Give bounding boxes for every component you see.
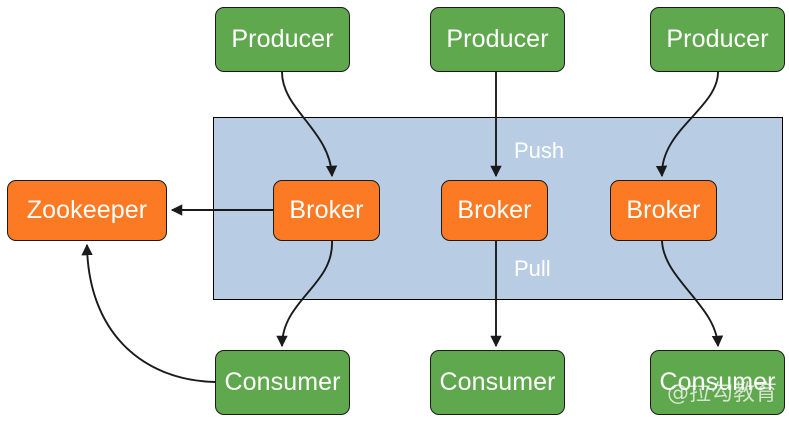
node-producer-1[interactable]: Producer [215, 7, 350, 72]
node-consumer-3[interactable]: Consumer [650, 350, 785, 415]
node-consumer-3-label: Consumer [659, 368, 776, 396]
node-zookeeper[interactable]: Zookeeper [7, 180, 167, 241]
node-broker-3[interactable]: Broker [610, 180, 717, 241]
node-producer-3[interactable]: Producer [650, 7, 785, 72]
edge-consumer1-to-zookeeper [81, 243, 216, 383]
edge-label-pull: Pull [514, 256, 551, 281]
node-producer-3-label: Producer [666, 25, 769, 53]
node-producer-2-label: Producer [446, 25, 549, 53]
node-producer-1-label: Producer [231, 25, 334, 53]
node-broker-2[interactable]: Broker [441, 180, 548, 241]
node-broker-2-label: Broker [457, 196, 532, 224]
edge-label-push: Push [514, 138, 565, 163]
node-consumer-2-label: Consumer [439, 368, 556, 396]
node-broker-3-label: Broker [626, 196, 701, 224]
node-consumer-2[interactable]: Consumer [430, 350, 565, 415]
node-zookeeper-label: Zookeeper [26, 196, 148, 224]
node-consumer-1[interactable]: Consumer [215, 350, 350, 415]
node-consumer-1-label: Consumer [224, 368, 341, 396]
node-producer-2[interactable]: Producer [430, 7, 565, 72]
node-broker-1-label: Broker [289, 196, 364, 224]
node-broker-1[interactable]: Broker [273, 180, 380, 241]
watermark: @拉勾教育 [667, 381, 778, 406]
